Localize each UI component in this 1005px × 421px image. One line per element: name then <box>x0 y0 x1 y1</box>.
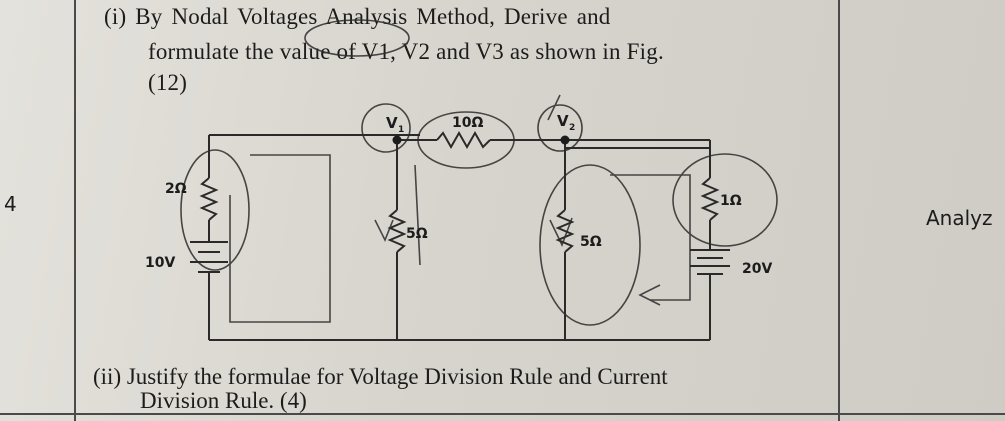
pen-loop-right <box>672 153 778 247</box>
question-part2-line2: Division Rule. (4) <box>140 388 307 413</box>
pen-circle-voltages <box>304 19 410 57</box>
resistor-5ohm-b <box>555 209 575 253</box>
label-2ohm: 2Ω <box>165 181 187 197</box>
question-part2: (ii) Justify the formulae for Voltage Di… <box>93 364 668 414</box>
table-border-bottom <box>0 413 1005 415</box>
pen-circle-10ohm <box>417 111 515 169</box>
label-10v: 10V <box>145 255 175 271</box>
pen-circle-v2 <box>537 104 583 152</box>
node-v2-label: V <box>557 112 569 130</box>
resistor-2ohm <box>199 177 219 221</box>
table-border-left <box>74 0 76 421</box>
question-part2-line1: (ii) Justify the formulae for Voltage Di… <box>93 364 668 389</box>
label-20v: 20V <box>742 261 772 277</box>
label-5ohm-b: 5Ω <box>580 234 602 250</box>
resistor-1ohm <box>700 177 720 221</box>
node-v2-subscript: 2 <box>569 123 575 133</box>
node-v1-dot <box>392 135 402 145</box>
resistor-10ohm <box>436 130 491 150</box>
pen-loop-left <box>180 149 250 271</box>
pen-loop-middle <box>539 164 641 326</box>
table-border-right <box>838 0 840 421</box>
question-number: 4 <box>4 192 17 216</box>
pen-arrow-mid <box>414 164 421 266</box>
pen-mesh-path-left <box>229 154 331 323</box>
pen-circle-v1 <box>361 103 411 153</box>
label-5ohm-a: 5Ω <box>406 226 428 242</box>
question-part1-marks: (12) <box>148 70 188 95</box>
pen-mesh-path-right <box>610 174 691 301</box>
node-v2-dot <box>560 135 570 145</box>
label-1ohm: 1Ω <box>720 193 742 209</box>
resistor-5ohm-a <box>387 209 407 253</box>
node-v1-subscript: 1 <box>398 125 404 135</box>
bloom-level-label: Analyz <box>926 206 993 230</box>
question-part1-line2: formulate the value of V1, V2 and V3 as … <box>148 39 664 64</box>
question-part1-line1: (i) By Nodal Voltages Analysis Method, D… <box>104 4 611 29</box>
node-v1-label: V <box>386 114 398 132</box>
label-10ohm: 10Ω <box>452 115 483 131</box>
